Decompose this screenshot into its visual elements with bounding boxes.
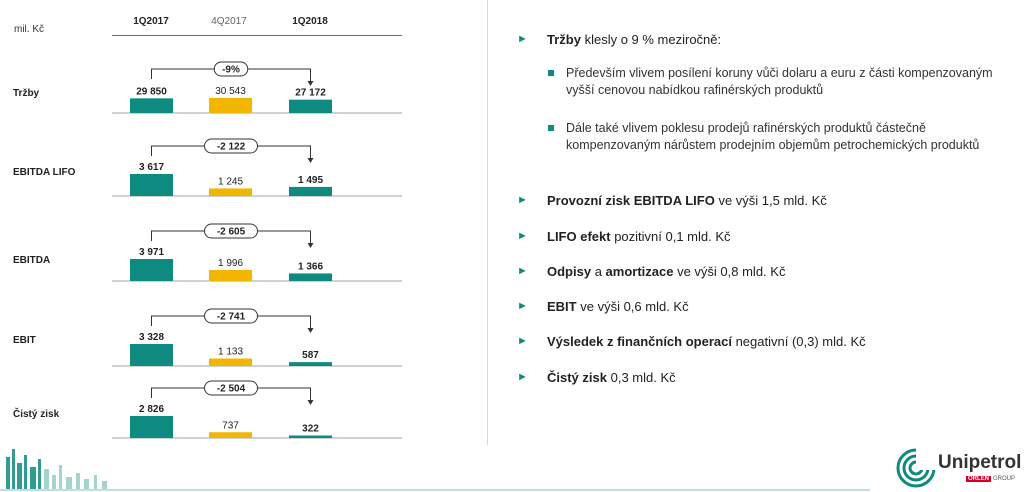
bar-value-label: 2 826 bbox=[139, 404, 164, 415]
change-label: -2 605 bbox=[217, 227, 246, 238]
bullet-text: pozitivní 0,1 mld. Kč bbox=[610, 229, 731, 244]
bullet-bold: EBIT bbox=[547, 299, 577, 314]
bullet-text: 0,3 mld. Kč bbox=[606, 370, 676, 385]
arrow-bullet-icon: ► bbox=[517, 335, 528, 347]
bar-4Q2017 bbox=[209, 98, 252, 113]
bar-1Q2018 bbox=[289, 186, 332, 196]
change-label: -2 741 bbox=[217, 312, 246, 323]
col-header-1q2018: 1Q2018 bbox=[292, 16, 328, 27]
logo-tag-group: GROUP bbox=[993, 476, 1016, 482]
bullet-bold: Tržby bbox=[547, 32, 581, 47]
bar-1Q2018 bbox=[289, 99, 332, 113]
change-pill bbox=[204, 380, 258, 396]
row-label-ebitda: EBITDA bbox=[13, 255, 51, 266]
arrow-bullet-icon: ► bbox=[517, 371, 528, 383]
bar-1Q2017 bbox=[130, 98, 173, 113]
bar-value-label: 1 133 bbox=[218, 347, 243, 358]
bullet-bold: amortizace bbox=[605, 264, 674, 279]
change-pill bbox=[213, 61, 249, 77]
arrow-bullet-icon: ► bbox=[517, 194, 528, 206]
bullet-text: ve výši 0,6 mld. Kč bbox=[576, 299, 689, 314]
bar-value-label: 30 543 bbox=[215, 86, 246, 97]
bar-1Q2017 bbox=[130, 259, 173, 281]
square-bullet-icon bbox=[548, 70, 554, 76]
bullet-text: negativní (0,3) mld. Kč bbox=[731, 334, 866, 349]
logo-tag: ORLEN bbox=[966, 476, 991, 482]
change-label: -2 122 bbox=[217, 142, 246, 153]
arrow-bullet-icon: ► bbox=[517, 265, 528, 277]
bar-value-label: 29 850 bbox=[136, 86, 167, 97]
row-label-ebitda-lifo: EBITDA LIFO bbox=[13, 167, 76, 178]
bar-4Q2017 bbox=[209, 269, 252, 281]
bullet-bold: Čistý zisk bbox=[547, 370, 607, 385]
col-header-4q2017: 4Q2017 bbox=[211, 16, 247, 27]
bar-4Q2017 bbox=[209, 358, 252, 366]
change-arrowhead bbox=[307, 243, 314, 248]
col-header-1q2017: 1Q2017 bbox=[133, 16, 169, 27]
skyline-decoration bbox=[0, 449, 870, 491]
bullet-text: ve výši 0,8 mld. Kč bbox=[673, 264, 786, 279]
change-pill bbox=[204, 223, 258, 239]
bar-value-label: 3 328 bbox=[139, 332, 164, 343]
bullet-text: a bbox=[591, 264, 606, 279]
bullet-bold: LIFO efekt bbox=[547, 229, 611, 244]
bar-value-label: 737 bbox=[222, 420, 239, 431]
unit-label: mil. Kč bbox=[14, 24, 44, 35]
subbullet-text: Dále také vlivem poklesu prodejů rafinér… bbox=[566, 121, 980, 152]
change-arrowhead bbox=[307, 81, 314, 86]
row-label-ebit: EBIT bbox=[13, 335, 36, 346]
change-pill bbox=[204, 308, 258, 324]
bar-1Q2018 bbox=[289, 362, 332, 366]
unipetrol-logo-icon bbox=[896, 448, 936, 488]
vertical-separator bbox=[487, 0, 488, 445]
bar-value-label: 322 bbox=[302, 423, 319, 434]
change-pill bbox=[204, 138, 258, 154]
bar-value-label: 1 366 bbox=[298, 261, 323, 272]
bar-1Q2018 bbox=[289, 435, 332, 438]
bullet-bold: Odpisy bbox=[547, 264, 592, 279]
bar-value-label: 27 172 bbox=[295, 88, 326, 99]
bar-value-label: 587 bbox=[302, 350, 319, 361]
bar-charts: 29 850 30 543 27 172 -9% 3 617 1 245 1 495 -2 1… bbox=[112, 61, 402, 439]
bullet-bold: Výsledek z finančních operací bbox=[547, 334, 732, 349]
arrow-bullet-icon: ► bbox=[517, 230, 528, 242]
bullet-bold: Provozní zisk EBITDA LIFO bbox=[547, 193, 715, 208]
change-arrowhead bbox=[307, 400, 314, 405]
arrow-bullet-icon: ► bbox=[517, 300, 528, 312]
row-label-cisty-zisk: Čistý zisk bbox=[13, 409, 60, 420]
bar-value-label: 1 245 bbox=[218, 176, 243, 187]
bar-1Q2017 bbox=[130, 174, 173, 196]
arrow-bullet-icon: ► bbox=[517, 33, 528, 45]
bar-value-label: 3 971 bbox=[139, 247, 164, 258]
bar-4Q2017 bbox=[209, 432, 252, 438]
bar-value-label: 1 996 bbox=[218, 258, 243, 269]
change-arrowhead bbox=[307, 158, 314, 163]
subbullet-text: Především vlivem posílení koruny vůči do… bbox=[566, 66, 993, 97]
change-arrowhead bbox=[307, 328, 314, 333]
bar-1Q2018 bbox=[289, 273, 332, 281]
header-divider bbox=[112, 35, 402, 36]
bullet-text: ve výši 1,5 mld. Kč bbox=[714, 193, 827, 208]
bar-1Q2017 bbox=[130, 344, 173, 366]
bullet-text: klesly o 9 % meziročně: bbox=[580, 32, 722, 47]
logo-name: Unipetrol bbox=[938, 452, 1022, 473]
row-label-trzby: Tržby bbox=[13, 88, 40, 99]
bar-value-label: 3 617 bbox=[139, 162, 164, 173]
change-label: -2 504 bbox=[217, 384, 246, 395]
bar-value-label: 1 495 bbox=[298, 175, 323, 186]
bar-1Q2017 bbox=[130, 416, 173, 438]
bar-4Q2017 bbox=[209, 188, 252, 196]
square-bullet-icon bbox=[548, 125, 554, 131]
change-label: -9% bbox=[222, 65, 240, 76]
